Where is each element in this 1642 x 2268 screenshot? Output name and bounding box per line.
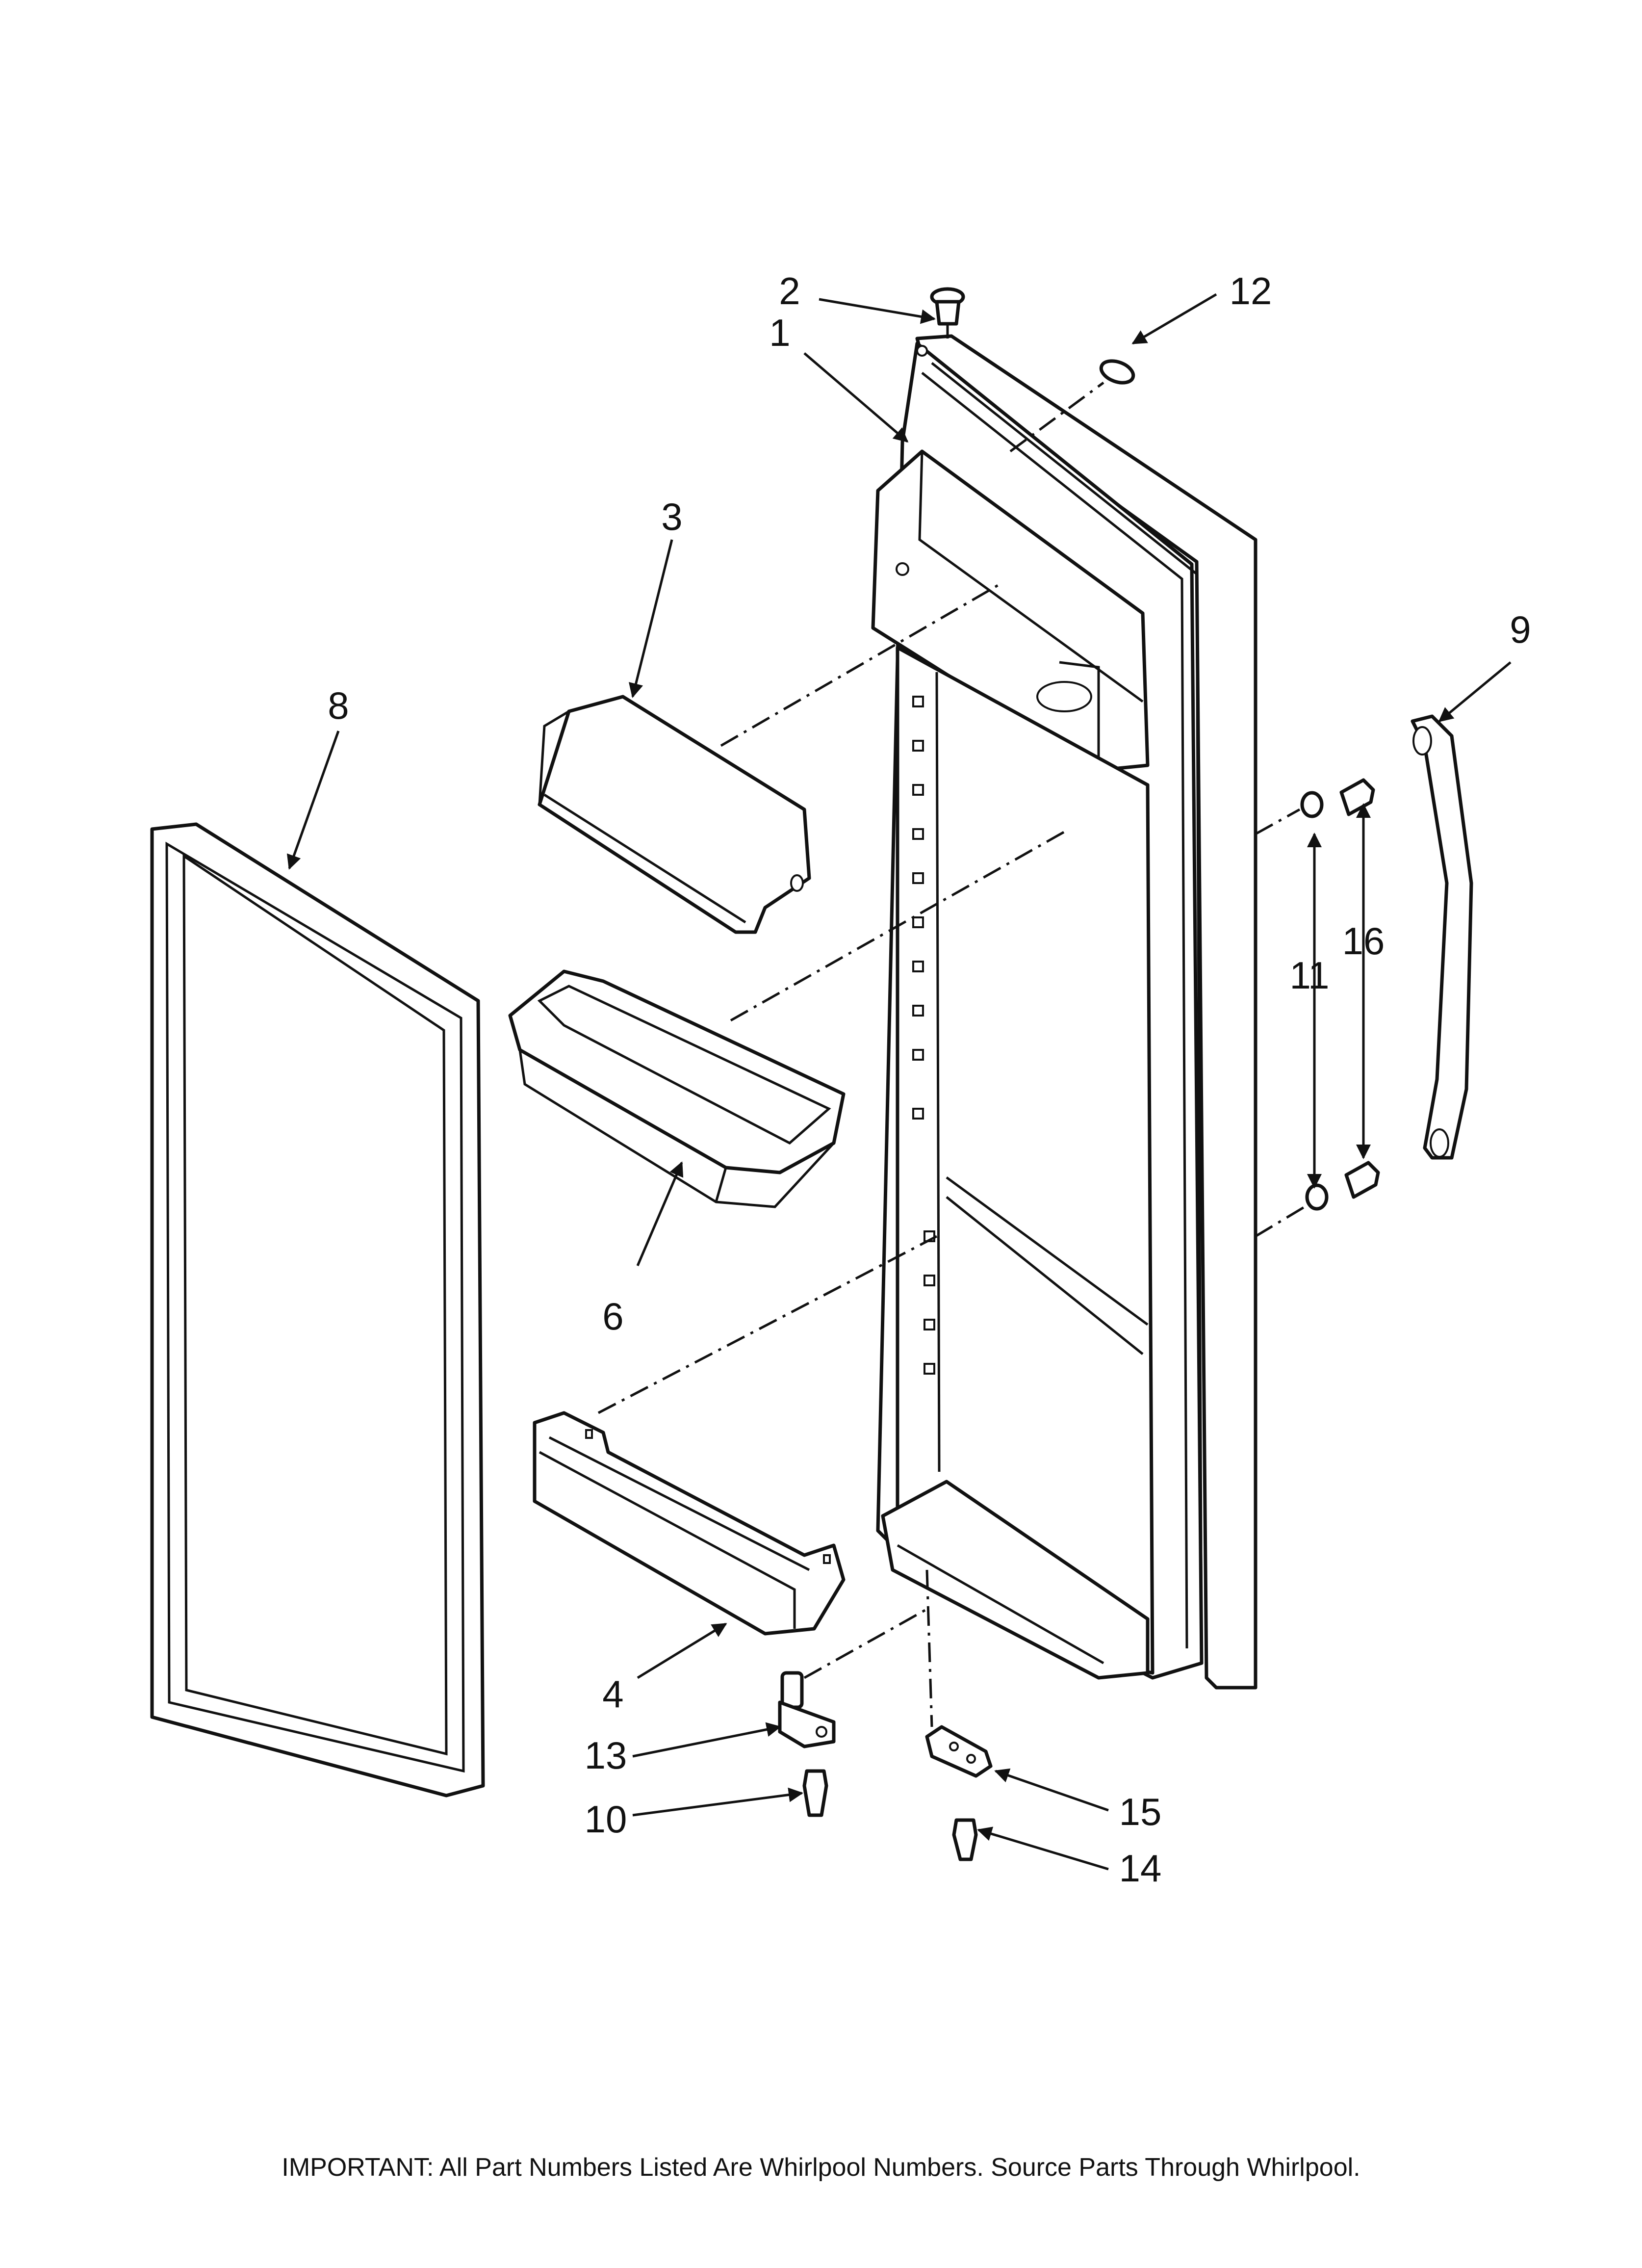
callout-2: 2 xyxy=(779,269,800,313)
callout-13: 13 xyxy=(585,1734,627,1777)
bracket-screw xyxy=(952,1818,978,1861)
hinge-pin xyxy=(778,1671,836,1748)
callout-6: 6 xyxy=(602,1295,623,1338)
hinge-screw xyxy=(802,1769,828,1817)
callout-14: 14 xyxy=(1119,1847,1162,1890)
callout-12: 12 xyxy=(1230,269,1272,313)
callout-8: 8 xyxy=(328,684,349,727)
callout-4: 4 xyxy=(602,1672,623,1716)
footnote: IMPORTANT: All Part Numbers Listed Are W… xyxy=(282,2153,1360,2182)
callout-1: 1 xyxy=(769,311,790,354)
door-assembly xyxy=(871,334,1257,1690)
callout-15: 15 xyxy=(1119,1790,1162,1833)
callout-10: 10 xyxy=(585,1798,627,1841)
door-gasket xyxy=(150,822,485,1798)
shelf-rail-bumps xyxy=(912,696,935,1375)
callout-labels: 1 2 3 4 6 8 9 10 11 12 13 14 15 16 xyxy=(328,269,1531,1890)
callout-11: 11 xyxy=(1290,954,1330,997)
callout-16: 16 xyxy=(1342,919,1385,963)
hinge-plug xyxy=(930,287,965,339)
door-handle xyxy=(1411,714,1473,1160)
door-shelf xyxy=(533,1411,846,1636)
leader-arrows xyxy=(286,293,1512,1871)
handle-screws xyxy=(1339,778,1380,1199)
callout-9: 9 xyxy=(1510,608,1531,651)
assembly-lines xyxy=(597,381,1306,1727)
o-ring xyxy=(1099,359,1135,385)
dairy-door xyxy=(538,695,811,934)
bottom-hinge-bracket xyxy=(925,1725,993,1778)
door-bin xyxy=(508,969,846,1208)
callout-3: 3 xyxy=(661,495,682,538)
